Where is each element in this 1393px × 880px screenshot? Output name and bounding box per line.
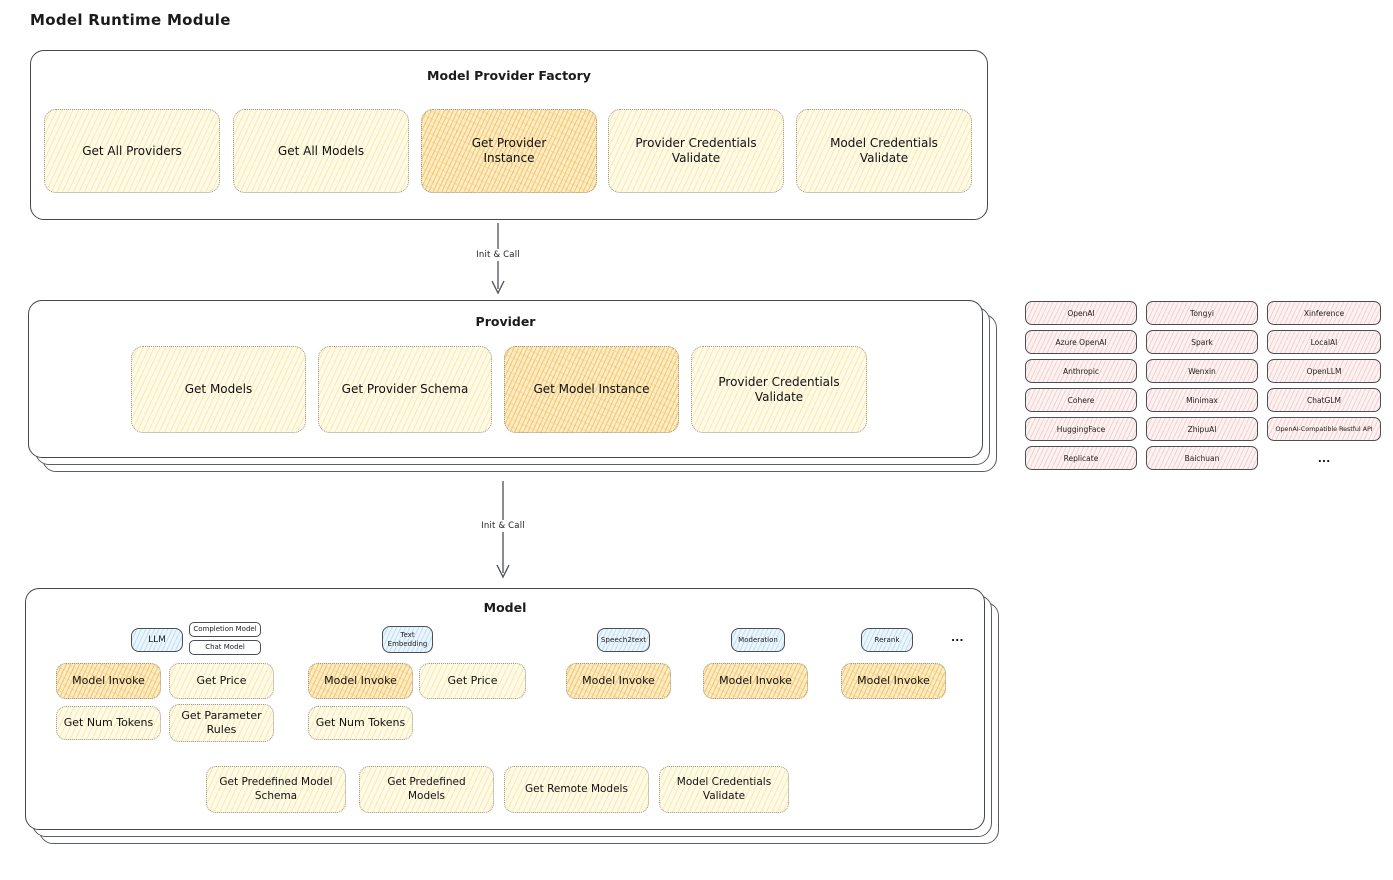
node-llm-get-parameter-rules[interactable]: Get Parameter Rules: [169, 704, 274, 742]
provider-chips-grid: OpenAI Tongyi Xinference Azure OpenAI Sp…: [1025, 301, 1381, 470]
tab-chat-model[interactable]: Chat Model: [189, 640, 261, 655]
node-model-credentials-validate-2[interactable]: Model Credentials Validate: [659, 766, 789, 813]
node-moderation-model-invoke[interactable]: Model Invoke: [703, 663, 808, 699]
node-get-model-instance[interactable]: Get Model Instance: [504, 346, 679, 433]
chip-zhipuai[interactable]: ZhipuAI: [1146, 417, 1258, 441]
node-llm-model-invoke[interactable]: Model Invoke: [56, 663, 161, 699]
arrow-label-init-call-1: Init & Call: [461, 249, 535, 261]
node-provider-credentials-validate[interactable]: Provider Credentials Validate: [608, 109, 784, 193]
node-get-provider-schema[interactable]: Get Provider Schema: [318, 346, 492, 433]
node-label: Get Model Instance: [533, 382, 650, 396]
chip-chatglm[interactable]: ChatGLM: [1267, 388, 1381, 412]
node-label: Get Provider Instance: [471, 136, 547, 165]
tabs-more-ellipsis: ...: [951, 631, 964, 644]
node-get-predefined-model-schema[interactable]: Get Predefined Model Schema: [206, 766, 346, 813]
chip-baichuan[interactable]: Baichuan: [1146, 446, 1258, 470]
node-label: Get Provider Schema: [341, 382, 469, 396]
tab-rerank[interactable]: Rerank: [861, 628, 913, 652]
node-provider-credentials-validate-2[interactable]: Provider Credentials Validate: [691, 346, 867, 433]
model-provider-factory-panel[interactable]: Model Provider Factory Get All Providers…: [30, 50, 988, 220]
factory-panel-title: Model Provider Factory: [427, 68, 591, 83]
chip-localai[interactable]: LocalAI: [1267, 330, 1381, 354]
node-label: Model Credentials Validate: [830, 136, 938, 165]
node-get-predefined-models[interactable]: Get Predefined Models: [359, 766, 494, 813]
node-get-all-models[interactable]: Get All Models: [233, 109, 409, 193]
model-panel-title: Model: [483, 600, 527, 615]
diagram-title: Model Runtime Module: [30, 11, 231, 29]
node-get-all-providers[interactable]: Get All Providers: [44, 109, 220, 193]
chip-huggingface[interactable]: HuggingFace: [1025, 417, 1137, 441]
chip-replicate[interactable]: Replicate: [1025, 446, 1137, 470]
tab-moderation[interactable]: Moderation: [731, 628, 785, 652]
node-speech2text-model-invoke[interactable]: Model Invoke: [566, 663, 671, 699]
chip-azure-openai[interactable]: Azure OpenAI: [1025, 330, 1137, 354]
tab-llm[interactable]: LLM: [131, 628, 183, 652]
chip-openai-compatible-restful-api[interactable]: OpenAI-Compatible Restful API: [1267, 417, 1381, 441]
node-llm-get-price[interactable]: Get Price: [169, 663, 274, 699]
tab-completion-model[interactable]: Completion Model: [189, 622, 261, 637]
node-label: Get All Providers: [82, 143, 182, 158]
provider-panel[interactable]: Provider Get Models Get Provider Schema …: [28, 300, 983, 458]
chip-openllm[interactable]: OpenLLM: [1267, 359, 1381, 383]
node-embedding-model-invoke[interactable]: Model Invoke: [308, 663, 413, 699]
node-label: Get All Models: [277, 143, 365, 158]
chips-more-ellipsis: ...: [1317, 451, 1331, 465]
chip-wenxin[interactable]: Wenxin: [1146, 359, 1258, 383]
provider-panel-title: Provider: [475, 314, 536, 329]
tab-speech2text[interactable]: Speech2text: [597, 628, 650, 652]
chip-anthropic[interactable]: Anthropic: [1025, 359, 1137, 383]
chip-minimax[interactable]: Minimax: [1146, 388, 1258, 412]
node-rerank-model-invoke[interactable]: Model Invoke: [841, 663, 946, 699]
node-get-models[interactable]: Get Models: [131, 346, 306, 433]
node-label: Provider Credentials Validate: [635, 136, 757, 165]
chip-xinference[interactable]: Xinference: [1267, 301, 1381, 325]
node-embedding-get-num-tokens[interactable]: Get Num Tokens: [308, 706, 413, 740]
node-label: Provider Credentials Validate: [718, 374, 840, 404]
node-label: Get Models: [184, 382, 253, 396]
tab-text-embedding[interactable]: Text Embedding: [382, 626, 433, 653]
node-llm-get-num-tokens[interactable]: Get Num Tokens: [56, 706, 161, 740]
chip-tongyi[interactable]: Tongyi: [1146, 301, 1258, 325]
node-get-provider-instance[interactable]: Get Provider Instance: [421, 109, 597, 193]
node-get-remote-models[interactable]: Get Remote Models: [504, 766, 649, 813]
chip-openai[interactable]: OpenAI: [1025, 301, 1137, 325]
node-embedding-get-price[interactable]: Get Price: [419, 663, 526, 699]
chip-cohere[interactable]: Cohere: [1025, 388, 1137, 412]
chip-spark[interactable]: Spark: [1146, 330, 1258, 354]
node-model-credentials-validate[interactable]: Model Credentials Validate: [796, 109, 972, 193]
arrow-label-init-call-2: Init & Call: [466, 520, 540, 532]
model-panel[interactable]: Model LLM Completion Model Chat Model Te…: [25, 588, 985, 830]
